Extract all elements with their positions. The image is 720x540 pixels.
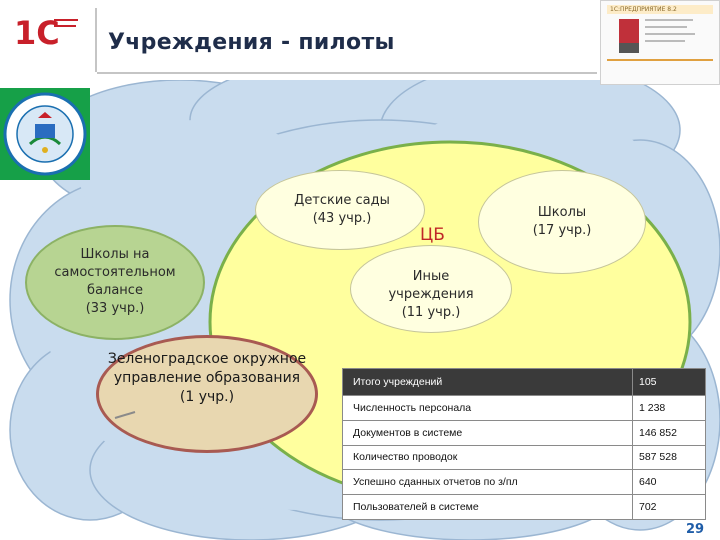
stats-value: 1 238: [632, 395, 706, 421]
stats-value: 702: [632, 494, 706, 520]
page-title: Учреждения - пилоты: [108, 30, 395, 55]
header-divider-vertical: [95, 8, 97, 72]
zelenograd-label: Зеленоградское окружное управление образ…: [107, 351, 307, 405]
svg-text:1С: 1С: [14, 14, 60, 50]
kindergartens-node: [255, 170, 425, 250]
stats-value: 587 528: [632, 444, 706, 471]
other-institutions-label: Иные учреждения (11 учр.): [388, 269, 474, 320]
stats-value: 640: [632, 469, 706, 496]
self-balance-schools-label: Школы на самостоятельном балансе (33 учр…: [54, 247, 176, 316]
schools-label: Школы (17 учр.): [532, 205, 592, 238]
schools-node: [478, 170, 646, 274]
zelenograd-node: [96, 335, 318, 453]
header-bar: [0, 0, 600, 80]
kindergartens-label: Детские сады (43 учр.): [294, 193, 390, 226]
product-box-caption: 1С:ПРЕДПРИЯТИЕ 8.2: [607, 5, 713, 14]
1c-logo: 1С: [14, 14, 78, 50]
stats-value: 105: [632, 368, 706, 396]
self-balance-schools-node: [25, 225, 205, 340]
other-institutions-node: [350, 245, 512, 333]
stats-label: Количество проводок: [342, 444, 633, 471]
product-box-image: 1С:ПРЕДПРИЯТИЕ 8.2: [600, 0, 720, 85]
stats-label: Пользователей в системе: [342, 494, 633, 520]
central-accounting-label: ЦБ: [420, 225, 445, 245]
district-emblem: [0, 88, 90, 180]
stats-label: Документов в системе: [342, 419, 633, 446]
page-number: 29: [686, 522, 705, 537]
stats-label: Численность персонала: [342, 395, 633, 421]
connector-arrow: [114, 411, 136, 419]
stats-value: 146 852: [632, 419, 706, 446]
stats-label: Успешно сданных отчетов по з/пл: [342, 469, 633, 496]
stats-label: Итого учреждений: [342, 368, 633, 396]
header-divider-horizontal: [97, 72, 597, 74]
